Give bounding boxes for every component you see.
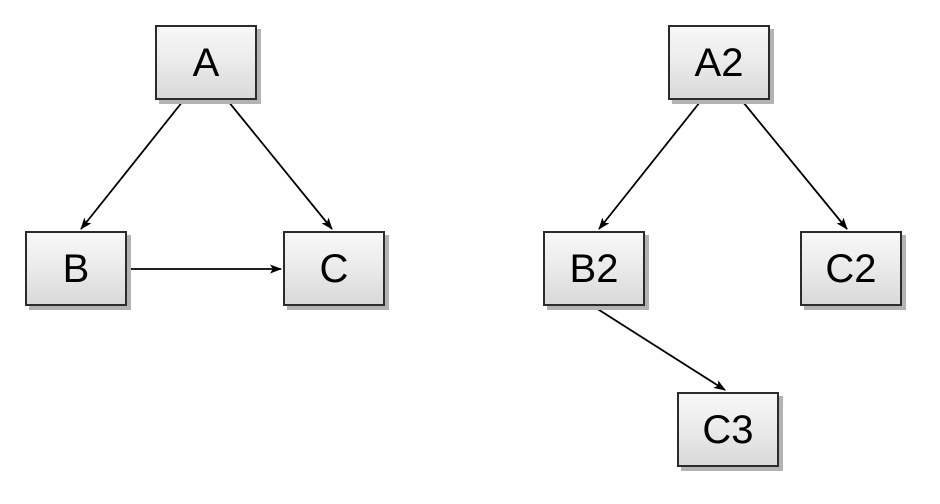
node-B2-label: B2 bbox=[569, 246, 619, 291]
edge-A2-C2[interactable] bbox=[742, 101, 848, 230]
node-C3[interactable]: C3 bbox=[677, 392, 779, 467]
node-B[interactable]: B bbox=[25, 231, 127, 306]
edge-A-B[interactable] bbox=[80, 100, 184, 230]
node-C[interactable]: C bbox=[283, 231, 385, 306]
node-A2[interactable]: A2 bbox=[668, 25, 770, 100]
node-B2[interactable]: B2 bbox=[543, 231, 645, 306]
node-C2[interactable]: C2 bbox=[800, 231, 902, 306]
node-C-label: C bbox=[319, 246, 349, 291]
edge-B2-C3[interactable] bbox=[595, 307, 726, 391]
edge-A-C[interactable] bbox=[227, 100, 333, 230]
node-A-label: A bbox=[192, 40, 220, 85]
node-C3-label: C3 bbox=[702, 407, 754, 452]
node-A2-label: A2 bbox=[694, 40, 744, 85]
node-A[interactable]: A bbox=[155, 25, 257, 100]
node-C2-label: C2 bbox=[825, 246, 877, 291]
node-B-label: B bbox=[62, 246, 90, 291]
edge-A2-B2[interactable] bbox=[598, 101, 701, 230]
